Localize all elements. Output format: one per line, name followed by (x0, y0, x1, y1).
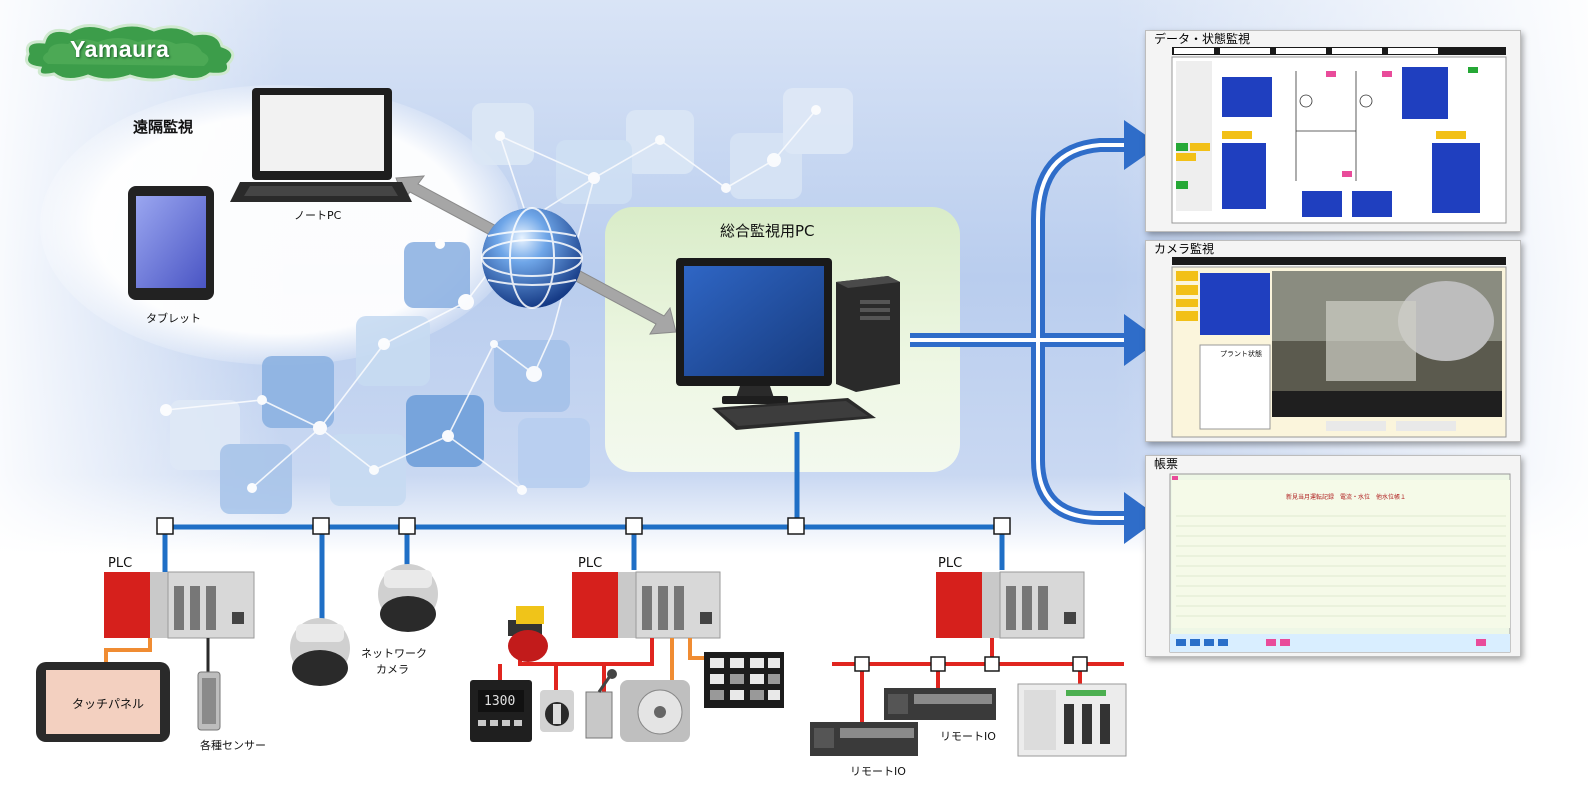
report-header-text: 新見当月運転記録 電流・水位 他水位帳１ (1286, 494, 1407, 501)
motor-icon (620, 680, 690, 742)
plc-left-unit (104, 571, 255, 639)
touch-panel-icon (36, 638, 170, 742)
temp-controller-display: 1300 (484, 694, 516, 709)
central-title: 総合監視用PC (720, 222, 815, 240)
tablet-label: タブレット (146, 312, 201, 325)
plc-middle-label: PLC (578, 556, 603, 571)
plant-status-label: プラント状態 (1220, 350, 1262, 358)
plc-left-label: PLC (108, 556, 133, 571)
tablet-icon (128, 186, 214, 300)
sensors-label: 各種センサー (200, 739, 266, 752)
ethernet-bus (162, 432, 1005, 620)
emergency-stop-icon (508, 606, 548, 662)
laptop-label: ノートPC (294, 209, 342, 222)
network-camera-label-1: ネットワーク (361, 647, 427, 660)
brand-name: Yamaura (70, 36, 170, 62)
limit-switch-icon (585, 669, 617, 739)
plc-right-label: PLC (938, 556, 963, 571)
data-monitor-screen: データ・状態監視 (1145, 30, 1521, 232)
camera-monitor-screen: カメラ監視 プラント状態 (1145, 240, 1521, 442)
report-screen: 帳票 新見当月運転記録 電流・水位 他水位帳１ (1145, 455, 1521, 657)
desktop-pc-icon (676, 258, 900, 430)
remote-title: 遠隔監視 (133, 118, 194, 136)
report-title: 帳票 (1154, 457, 1179, 471)
data-monitor-title: データ・状態監視 (1154, 32, 1251, 46)
remote-io-module-2 (884, 688, 996, 720)
sensor-icon (197, 638, 221, 731)
camera-monitor-title: カメラ監視 (1154, 242, 1215, 256)
remote-io-label-1: リモートIO (850, 765, 906, 778)
bus-junctions (156, 517, 1011, 535)
cloud-network-graphic (160, 88, 853, 514)
network-camera-1 (290, 618, 350, 686)
output-arrows (910, 120, 1160, 544)
plc-right-unit (936, 571, 1085, 639)
globe-icon (481, 207, 583, 309)
remote-io-label-2: リモートIO (940, 730, 996, 743)
plc-middle-unit (572, 571, 721, 639)
brand-logo: Yamaura (18, 18, 248, 86)
remote-io-module-1 (810, 722, 918, 756)
network-camera-label-2: カメラ (376, 663, 409, 676)
temperature-controller-icon (470, 680, 532, 742)
network-camera-2 (378, 564, 438, 632)
io-junctions (854, 656, 1088, 672)
plc-rack-module (1017, 683, 1127, 757)
touch-panel-label: タッチパネル (72, 697, 145, 711)
selector-switch-icon (540, 690, 574, 732)
laptop-icon (230, 88, 412, 202)
indicator-panel-icon (704, 652, 784, 708)
